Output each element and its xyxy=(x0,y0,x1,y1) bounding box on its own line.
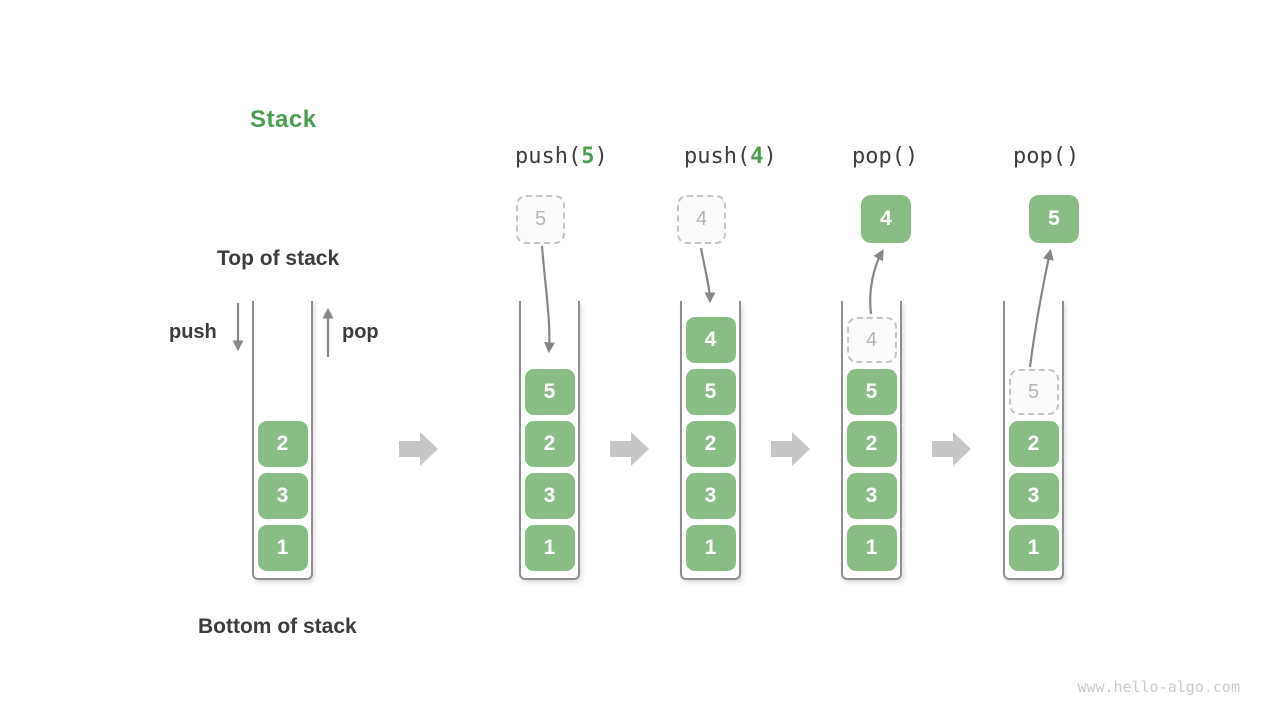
operation-label-pop-2: pop() xyxy=(1013,144,1079,169)
stack-cell: 1 xyxy=(846,525,897,571)
stack-cell: 1 xyxy=(524,525,575,571)
stack-cell: 1 xyxy=(257,525,308,571)
op-suffix: ) xyxy=(594,144,608,169)
stack-cell: 4 xyxy=(685,317,736,363)
operation-label-pop-1: pop() xyxy=(852,144,918,169)
popped-value-box: 5 xyxy=(1029,195,1079,243)
op-prefix: pop( xyxy=(852,144,905,169)
step-arrow-icon xyxy=(771,432,810,466)
stack-cell: 3 xyxy=(524,473,575,519)
stack-container-after-push5: 5 2 3 1 xyxy=(519,301,580,580)
step-arrow-icon xyxy=(610,432,649,466)
stack-cell: 5 xyxy=(846,369,897,415)
op-suffix: ) xyxy=(763,144,777,169)
popped-value-box: 4 xyxy=(861,195,911,243)
diagram-title: Stack xyxy=(250,106,317,133)
stack-cell: 1 xyxy=(1008,525,1059,571)
stack-cell-ghost: 4 xyxy=(846,317,897,363)
stack-cell: 3 xyxy=(1008,473,1059,519)
stack-cell: 5 xyxy=(524,369,575,415)
op-suffix: ) xyxy=(904,144,919,169)
step-arrow-icon xyxy=(399,432,438,466)
op-prefix: push( xyxy=(515,144,582,169)
watermark: www.hello-algo.com xyxy=(1077,678,1240,696)
stack-cell: 2 xyxy=(257,421,308,467)
op-arg: 5 xyxy=(581,144,595,169)
stack-cell: 2 xyxy=(1008,421,1059,467)
op-prefix: push( xyxy=(684,144,751,169)
top-of-stack-label: Top of stack xyxy=(217,247,340,270)
op-suffix: ) xyxy=(1065,144,1080,169)
op-arg: 4 xyxy=(750,144,764,169)
pop-label: pop xyxy=(342,321,379,343)
operation-label-push4: push(4) xyxy=(684,144,777,169)
stack-cell: 3 xyxy=(685,473,736,519)
stack-cell: 3 xyxy=(846,473,897,519)
stack-container-initial: 2 3 1 xyxy=(252,301,313,580)
pushed-value-box: 4 xyxy=(677,195,726,244)
stack-container-after-pop-2: 5 2 3 1 xyxy=(1003,301,1064,580)
stack-cell: 2 xyxy=(846,421,897,467)
stack-cell: 2 xyxy=(685,421,736,467)
pushed-value-box: 5 xyxy=(516,195,565,244)
stack-cell: 1 xyxy=(685,525,736,571)
stack-cell: 3 xyxy=(257,473,308,519)
operation-label-push5: push(5) xyxy=(515,144,608,169)
stack-cell-ghost: 5 xyxy=(1008,369,1059,415)
bottom-of-stack-label: Bottom of stack xyxy=(198,615,357,638)
stack-cell: 5 xyxy=(685,369,736,415)
step-arrow-icon xyxy=(932,432,971,466)
push-label: push xyxy=(169,321,217,343)
stack-container-after-pop-1: 4 5 2 3 1 xyxy=(841,301,902,580)
op-prefix: pop( xyxy=(1013,144,1066,169)
stack-cell: 2 xyxy=(524,421,575,467)
push4-curve-arrow xyxy=(699,247,716,304)
stack-container-after-push4: 4 5 2 3 1 xyxy=(680,301,741,580)
